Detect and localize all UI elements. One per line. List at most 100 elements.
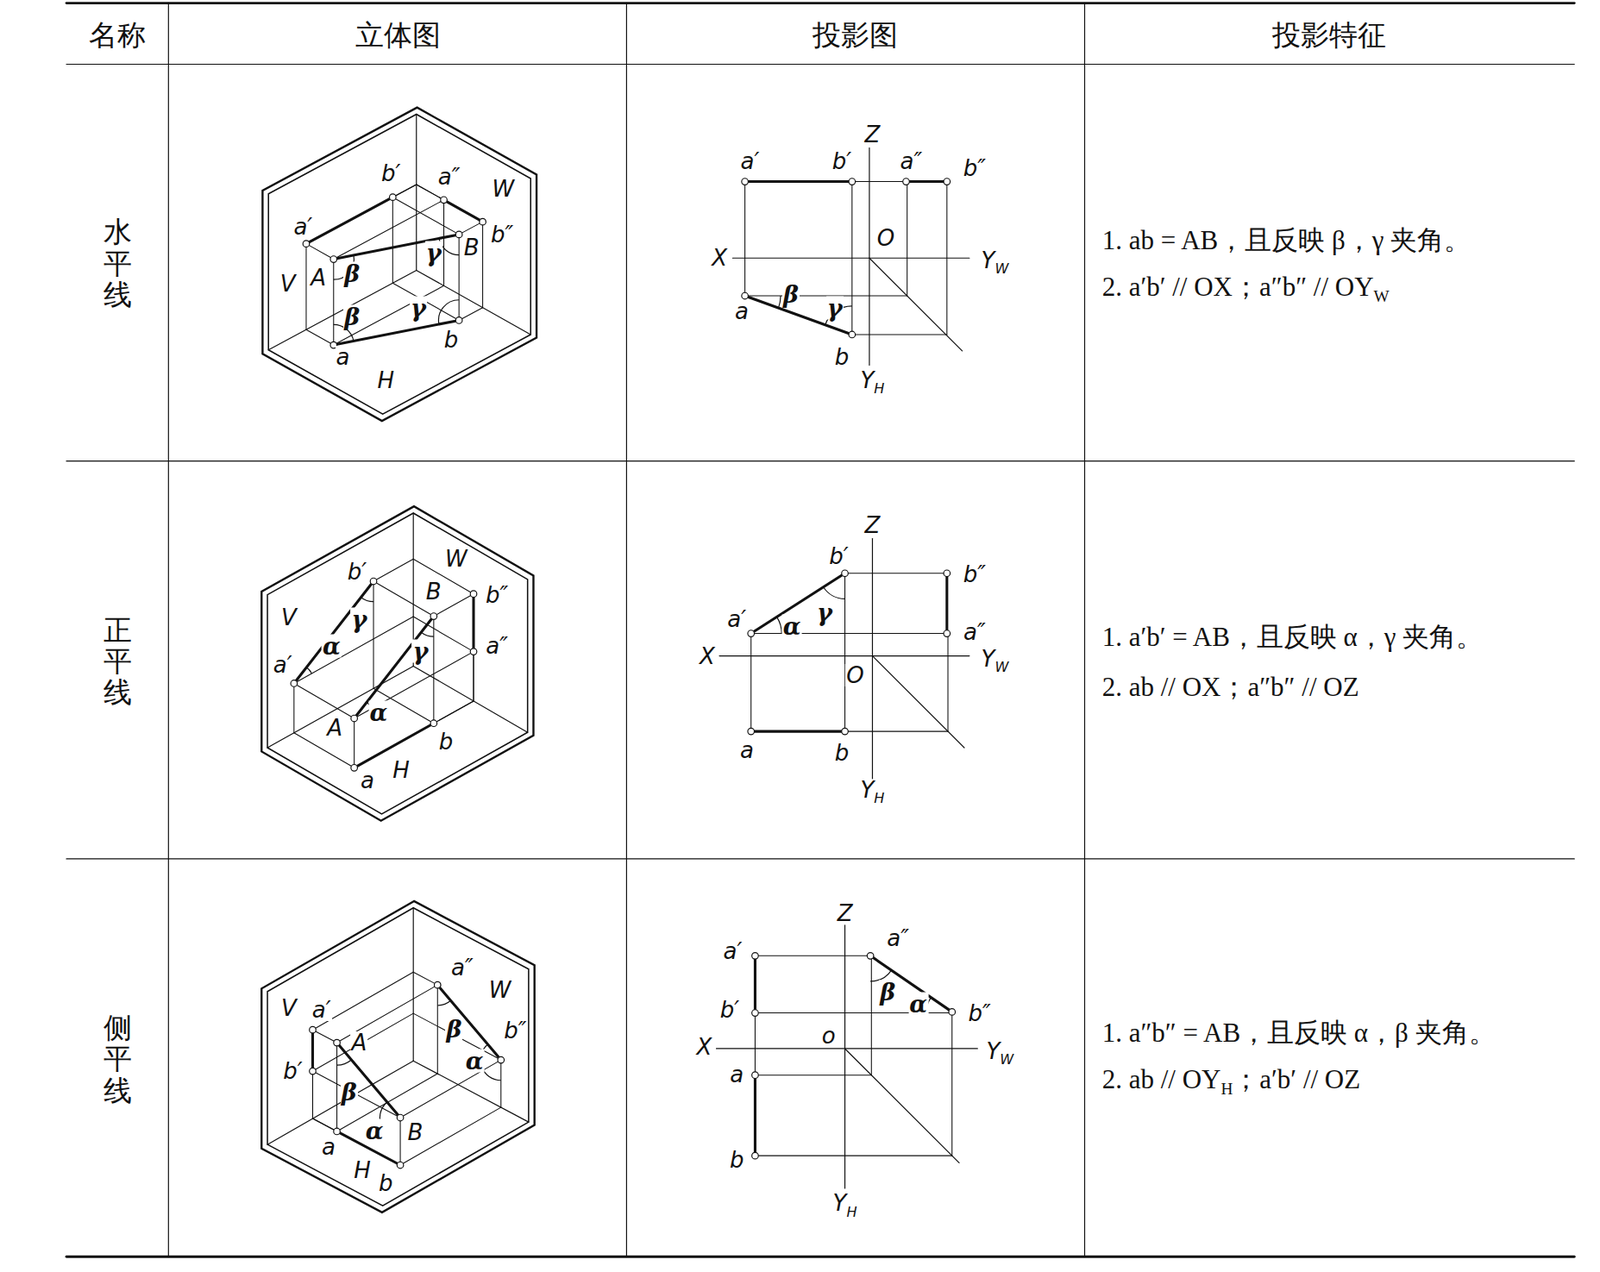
point-label-group: A xyxy=(351,1031,369,1055)
projection-line-group xyxy=(306,184,484,346)
point-label: a′ xyxy=(740,148,760,175)
line-projection-group xyxy=(754,955,952,1156)
point-dot xyxy=(848,331,856,339)
projection-line xyxy=(951,1013,953,1157)
projection-line xyxy=(413,1013,502,1061)
table-rule xyxy=(1084,3,1086,1258)
point-dot xyxy=(943,178,951,186)
row-name-group: 正平线 xyxy=(103,614,132,709)
point-dot xyxy=(479,218,487,226)
point-dot xyxy=(351,765,358,772)
point-dot xyxy=(747,630,755,638)
angle-label: α xyxy=(370,698,389,726)
projection-line xyxy=(852,181,907,182)
projection-line xyxy=(754,1013,756,1076)
point-label: X xyxy=(696,1034,712,1061)
point-label: V xyxy=(281,995,297,1022)
point-label: b′ xyxy=(381,160,401,187)
point-label: b xyxy=(444,326,459,353)
point-label-group: Z xyxy=(836,902,854,925)
point-label: B xyxy=(464,234,480,261)
point-label: H xyxy=(376,367,395,394)
line-segment xyxy=(306,197,393,245)
point-dot xyxy=(440,196,448,204)
axis-line-group xyxy=(732,148,969,366)
projection-line xyxy=(845,572,948,574)
angle-label: β xyxy=(344,302,360,330)
point-label-group: W xyxy=(444,547,469,571)
point-dot xyxy=(470,590,477,598)
angle-label: β xyxy=(344,260,360,288)
point-label-group: a xyxy=(734,300,750,323)
point-label-group: H xyxy=(376,369,396,392)
point-dot xyxy=(747,727,755,735)
point-label: b′ xyxy=(282,1058,302,1085)
column-header-group: 立体图 xyxy=(355,21,441,51)
angle-label-group: γ xyxy=(351,608,369,632)
plane-frame xyxy=(267,908,529,1206)
point-group xyxy=(747,570,951,735)
point-label: b xyxy=(729,1147,745,1174)
point-label-group: b″ xyxy=(962,156,987,180)
angle-label-group: γ xyxy=(411,639,429,663)
point-group xyxy=(302,194,486,349)
point-label: a′ xyxy=(273,652,293,678)
point-dot xyxy=(752,953,760,960)
point-label-group: b″ xyxy=(967,1002,992,1025)
point-group xyxy=(290,577,477,772)
table-rule xyxy=(168,3,170,1258)
projection-line xyxy=(844,573,846,732)
point-dot xyxy=(943,570,951,578)
feature-text-group: 2. a′b′ // OX；a″b″ // OYW xyxy=(1102,273,1390,305)
point-label: b″ xyxy=(963,561,986,588)
angle-label-group: β xyxy=(782,282,800,306)
point-label-group: a″ xyxy=(899,150,924,173)
subscript: H xyxy=(846,1204,857,1221)
angle-label-group: α xyxy=(908,992,929,1017)
isometric-figure xyxy=(262,107,537,421)
projection-line xyxy=(400,1060,502,1118)
point-label-group: a xyxy=(359,769,376,792)
line-segment xyxy=(444,200,484,222)
point-group xyxy=(752,953,956,1160)
point-dot xyxy=(943,630,951,638)
table-rule xyxy=(66,460,1575,462)
projection-line xyxy=(744,181,746,296)
feature-text-group: 2. ab // OX；a″b″ // OZ xyxy=(1102,673,1360,701)
angle-label-group: γ xyxy=(815,600,834,624)
point-dot xyxy=(841,727,849,735)
point-dot xyxy=(430,720,438,728)
subscript: W xyxy=(999,1052,1014,1069)
projection-line xyxy=(306,329,334,346)
point-label: A xyxy=(326,715,343,741)
projection-line xyxy=(432,616,434,724)
table-thick-rule xyxy=(66,1,1575,5)
point-label: O xyxy=(877,225,895,251)
point-label: b xyxy=(834,344,850,371)
projection-line xyxy=(947,633,948,733)
projection-line xyxy=(472,594,474,702)
point-label: b xyxy=(378,1170,394,1197)
feature-text: 1. a″b″ = AB，且反映 α，β 夹角。 xyxy=(1102,1017,1496,1048)
axis-line xyxy=(267,665,414,748)
angle-label: γ xyxy=(410,294,427,322)
projection-line xyxy=(305,244,307,331)
angle-label-group: β xyxy=(445,1016,463,1041)
point-label-group: b″ xyxy=(962,563,987,586)
line-segment xyxy=(337,1042,402,1118)
point-dot xyxy=(302,240,310,248)
angle-arc-group xyxy=(333,238,459,341)
point-dot xyxy=(903,178,910,186)
projection-line xyxy=(433,701,474,724)
axis-line xyxy=(415,113,417,270)
projection-line-group xyxy=(745,181,948,335)
angle-arc xyxy=(777,616,783,634)
point-label-group: X xyxy=(695,1035,713,1059)
line-segment-group xyxy=(294,581,474,768)
projection-line-group xyxy=(754,955,952,1156)
point-label-group: YW xyxy=(980,647,1011,675)
row-name: 水平线 xyxy=(103,216,132,311)
point-label-group: X xyxy=(710,246,728,270)
projection-line-group xyxy=(312,972,501,1166)
